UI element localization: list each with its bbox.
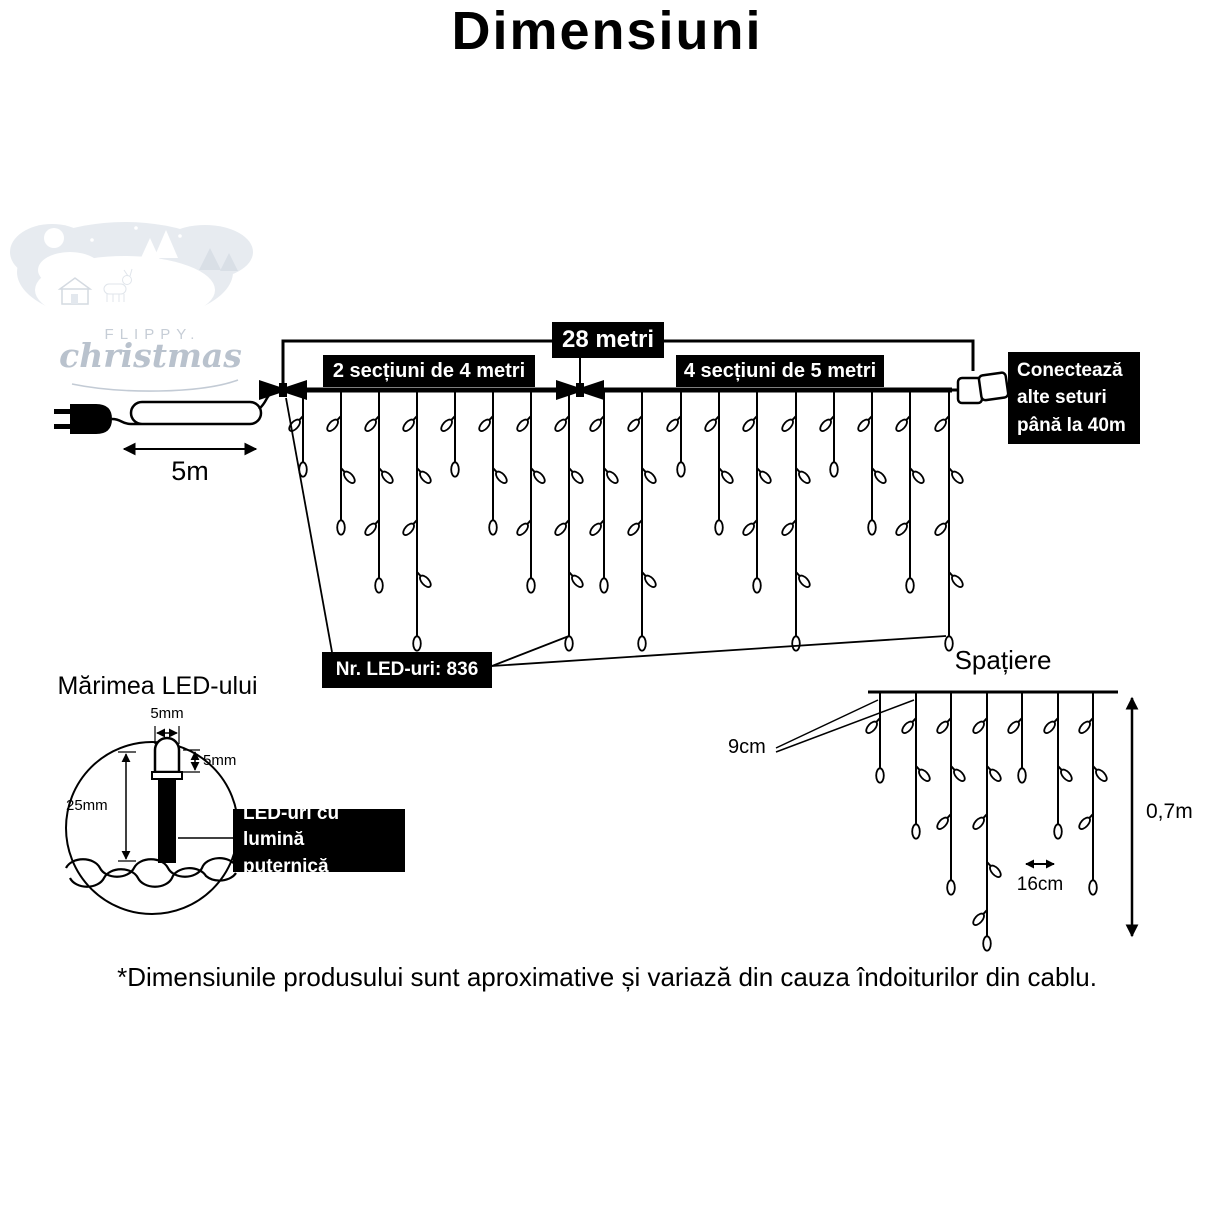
led-length-dimension <box>118 751 136 862</box>
led-bulb-illustration <box>151 736 183 863</box>
spacing-height-label: 0,7m <box>1146 800 1193 823</box>
led-cap-height-label: 5mm <box>203 752 237 769</box>
led-note-line1: LED-uri cu lumină <box>243 802 340 851</box>
light-drop <box>627 390 657 652</box>
light-drop <box>704 390 734 536</box>
left-section-badge: 2 secțiuni de 4 metri <box>323 355 535 387</box>
light-drop <box>819 390 839 478</box>
led-cap-height-dimension <box>183 749 200 773</box>
connector-note-line3: până la 40m <box>1017 414 1126 436</box>
light-drop <box>781 390 811 652</box>
connector-note-line2: alte seturi <box>1017 387 1107 409</box>
light-drop <box>865 692 885 784</box>
light-drop <box>857 390 887 536</box>
light-drop <box>1007 692 1027 784</box>
lead-length-label: 5m <box>171 456 209 486</box>
left-section-label: 2 secțiuni de 4 metri <box>332 359 526 382</box>
moon-icon <box>44 228 64 248</box>
light-drop <box>364 390 394 594</box>
led-note-line2: puternică <box>243 855 329 877</box>
light-curtain <box>288 390 964 652</box>
logo-flourish <box>71 379 239 392</box>
right-section-label: 4 secțiuni de 5 metri <box>683 359 877 382</box>
right-section-badge: 4 secțiuni de 5 metri <box>676 355 884 387</box>
light-drop <box>478 390 508 536</box>
light-drop <box>666 390 686 478</box>
page-title: Dimensiuni <box>451 1 763 61</box>
light-drop <box>1043 692 1073 840</box>
total-length-label: 28 metri <box>561 326 655 353</box>
light-drop <box>742 390 772 594</box>
led-count-badge: Nr. LED-uri: 836 <box>322 652 492 688</box>
logo-illustration <box>10 222 253 392</box>
connector-note-line1: Conectează <box>1017 359 1123 381</box>
spacing-width-label: 16cm <box>1016 874 1064 895</box>
light-drop <box>934 390 964 652</box>
footnote: *Dimensiunile produsului sunt aproximati… <box>117 962 1097 992</box>
light-drop <box>326 390 356 536</box>
light-drop <box>288 390 308 478</box>
led-count-label: Nr. LED-uri: 836 <box>335 659 479 680</box>
led-width-dimension <box>154 726 180 744</box>
led-width-label: 5mm <box>150 705 184 722</box>
light-drop <box>440 390 460 478</box>
led-count-pointer-lines <box>285 397 947 667</box>
tree-icon <box>140 238 160 260</box>
light-drop <box>901 692 931 840</box>
spacing-gap-label: 9cm <box>728 736 766 758</box>
logo-brand-text: FLIPPY. <box>104 326 201 343</box>
led-note-badge: LED-uri cu lumină puternică <box>233 803 405 877</box>
total-length-badge: 28 metri <box>552 322 664 358</box>
light-drop <box>1078 692 1108 896</box>
tree-icon <box>199 248 221 270</box>
logo-script-text: christmas <box>59 336 242 375</box>
slack-wire <box>111 387 284 426</box>
connector-note-badge: Conectează alte seturi până la 40m <box>1008 352 1140 444</box>
spacing-gap-pointer-lines <box>775 699 915 753</box>
spacing-title: Spațiere <box>954 645 1052 675</box>
light-drop <box>972 692 1002 952</box>
spacing-light-curtain <box>865 692 1108 952</box>
light-drop <box>895 390 925 594</box>
tree-icon <box>154 230 178 258</box>
light-drop <box>589 390 619 594</box>
led-detail-title: Mărimea LED-ului <box>57 672 258 700</box>
light-drop <box>516 390 546 594</box>
deer-icon <box>103 268 133 302</box>
power-plug-icon <box>54 404 112 434</box>
mid-connector-icon <box>556 380 604 400</box>
light-drop <box>936 692 966 896</box>
tree-icon <box>220 253 238 271</box>
light-drop <box>554 390 584 652</box>
twisted-wire <box>65 857 237 888</box>
light-drop <box>402 390 432 652</box>
led-length-label: 25mm <box>66 797 108 814</box>
end-plug-icon <box>952 371 1010 405</box>
